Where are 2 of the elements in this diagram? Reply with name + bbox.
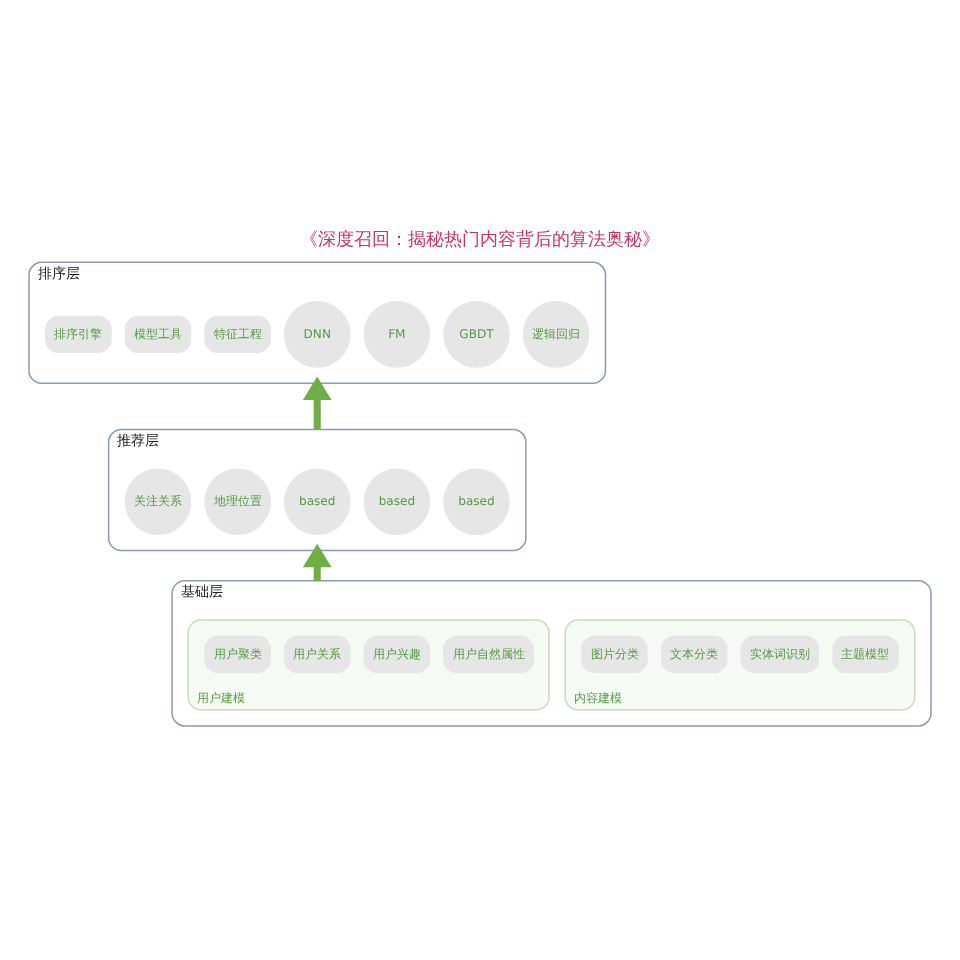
arrow: [302, 376, 332, 430]
diagram-title: 《深度召回：揭秘热门内容背后的算法奥秘》: [300, 230, 660, 251]
